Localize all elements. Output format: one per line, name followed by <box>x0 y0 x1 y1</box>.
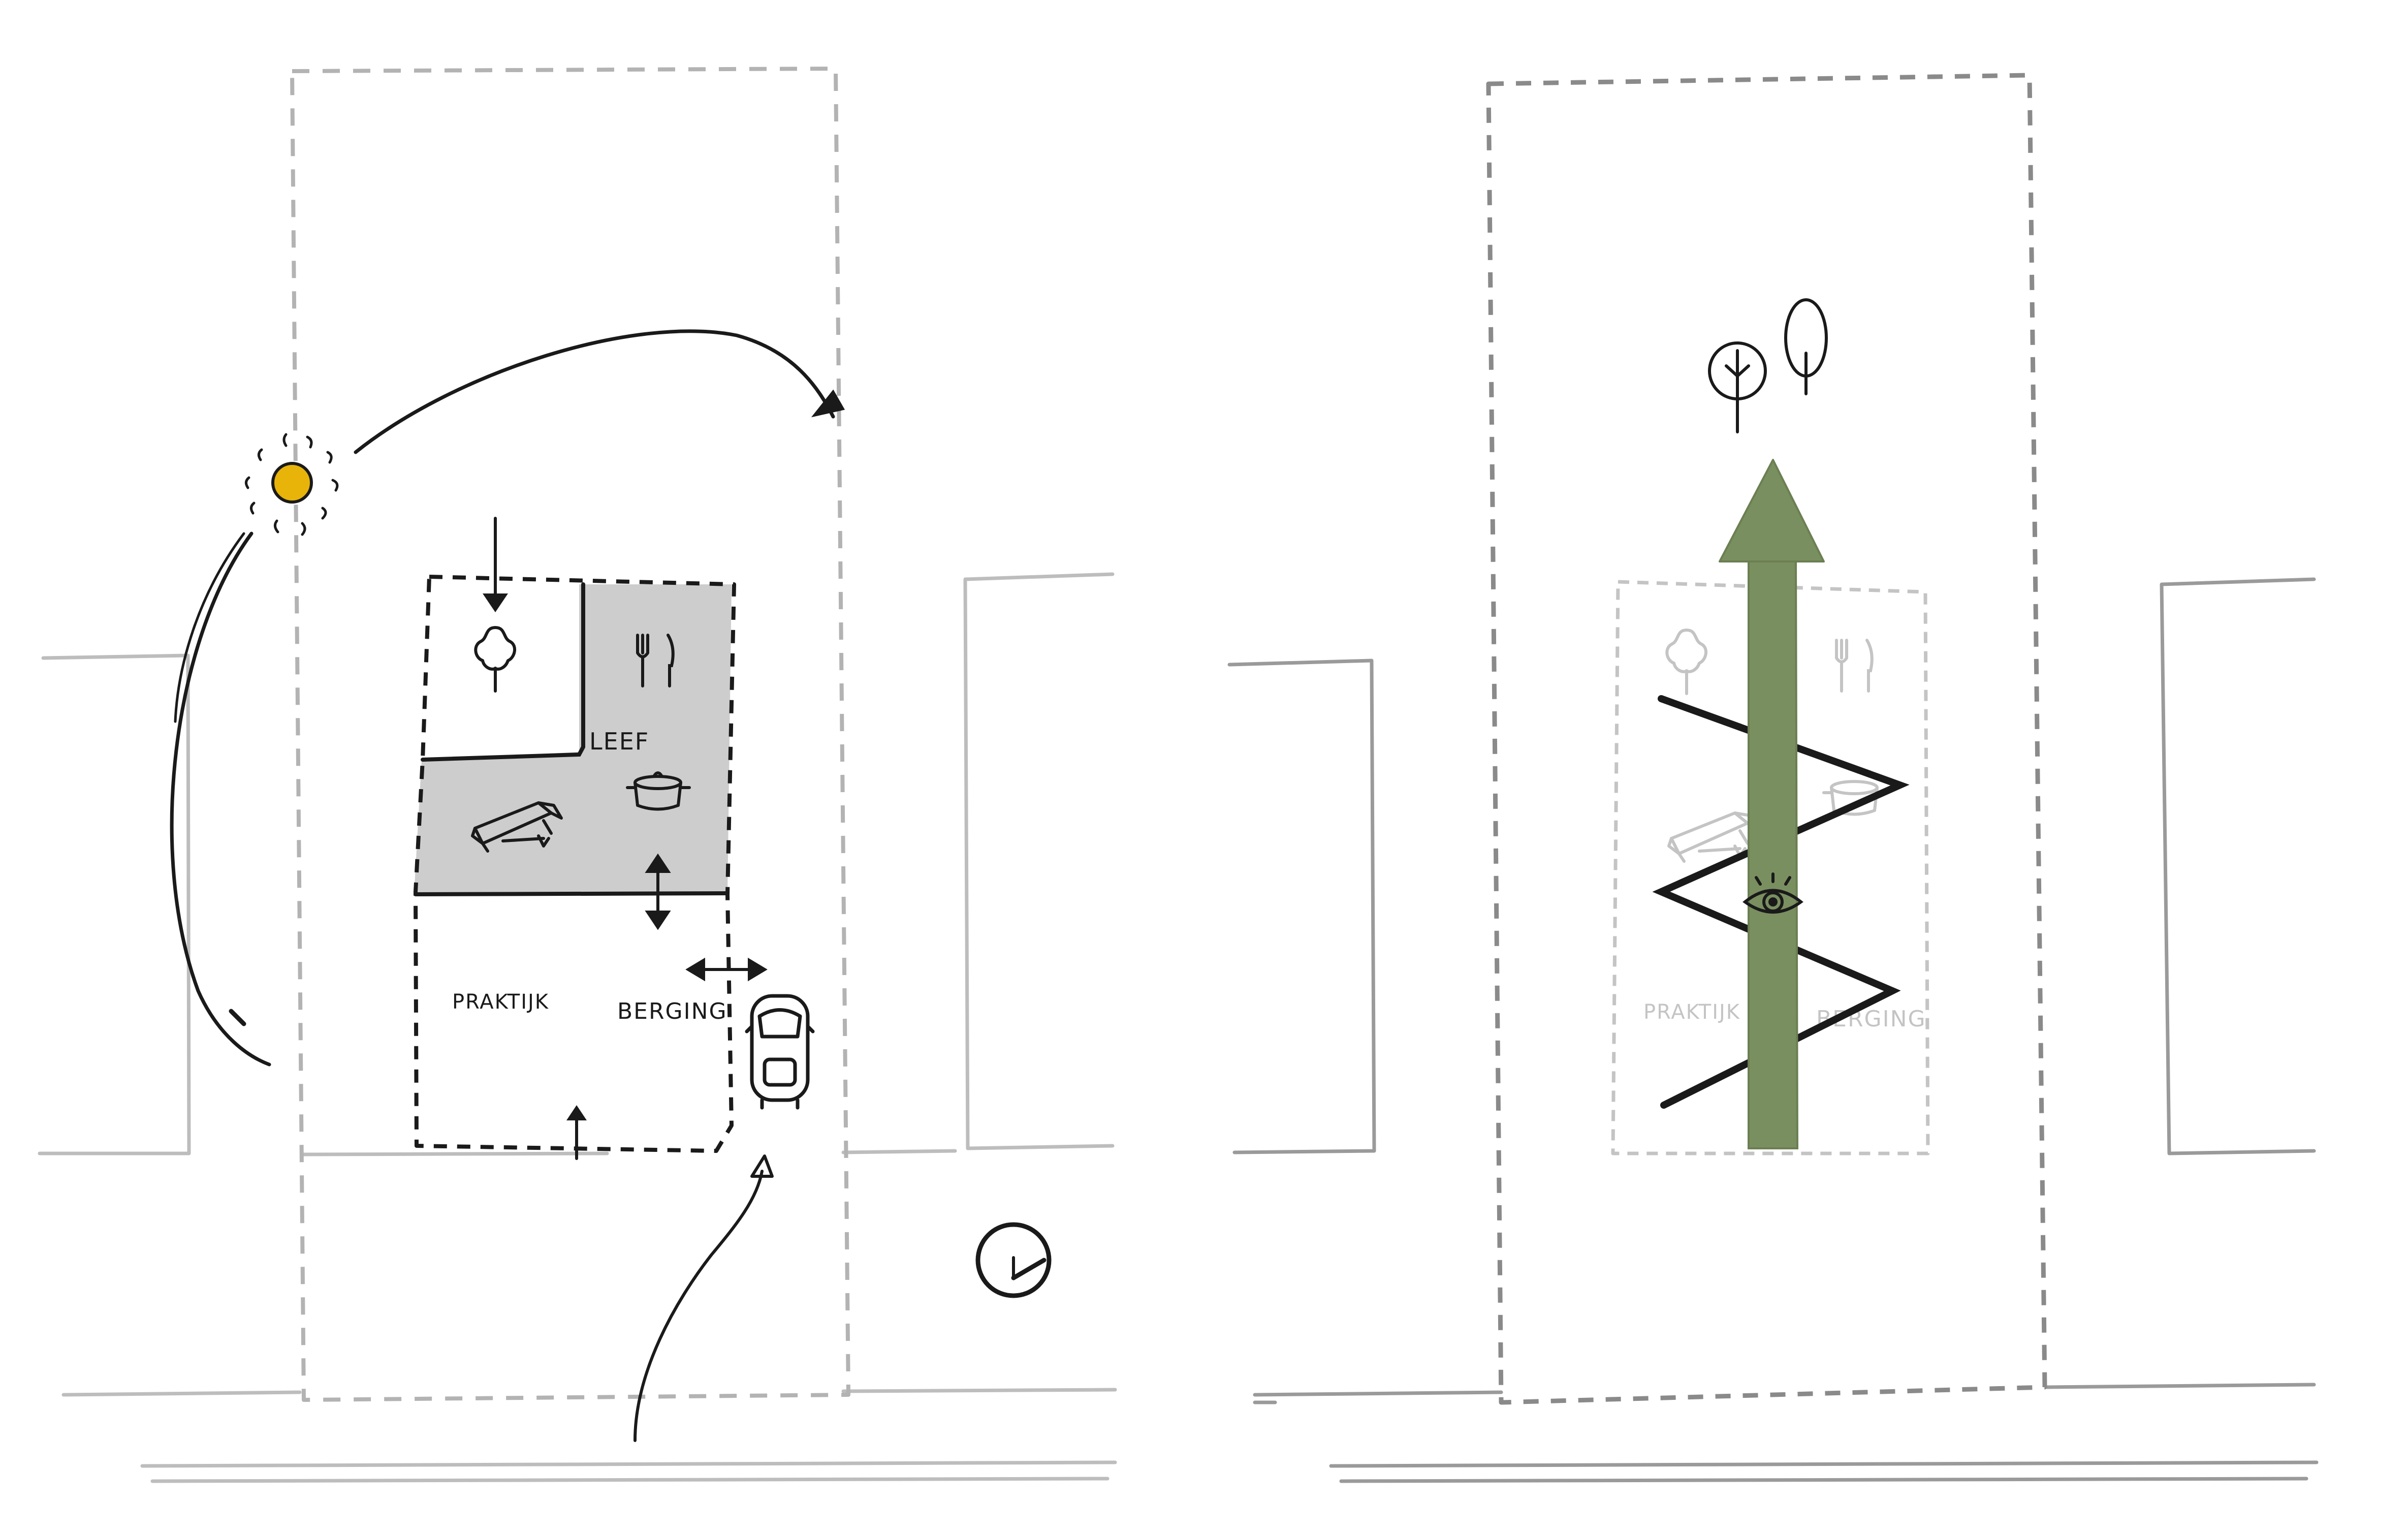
cooking-pot-icon <box>626 771 691 811</box>
zigzag-route <box>1652 695 1910 1109</box>
faded-cutlery-icon <box>1835 639 1874 693</box>
view-axis-arrow <box>1719 459 1825 1149</box>
right-house-outline <box>1611 580 1930 1155</box>
faded-practical-label: PRAKTIJK <box>1643 1000 1740 1024</box>
tree-icon <box>474 626 516 693</box>
left-context-lines <box>38 572 1117 1483</box>
left-panel: LEEF PRAKTIJK BER <box>38 67 1117 1483</box>
tree-icon-round <box>1708 341 1767 433</box>
garden-entry-arrow <box>483 517 508 612</box>
vertical-double-arrow <box>645 853 671 930</box>
cutlery-icon <box>636 634 675 687</box>
house-entry-arrow <box>566 1105 587 1160</box>
left-plot-boundary <box>290 67 850 1402</box>
tree-icon-tall <box>1784 298 1828 395</box>
right-panel: PRAKTIJK BERGING <box>1227 73 2319 1483</box>
left-house-outline <box>414 575 736 1153</box>
north-icon <box>975 1222 1052 1298</box>
car-icon <box>745 994 815 1110</box>
eye-icon <box>1742 872 1803 914</box>
storage-room-label: BERGING <box>617 998 727 1024</box>
living-room-label: LEEF <box>589 728 649 755</box>
sun-path-arc-left <box>170 531 271 1067</box>
sun-icon <box>245 433 339 536</box>
practical-room-label: PRAKTIJK <box>452 990 549 1014</box>
living-zone <box>414 584 732 894</box>
right-plot-boundary <box>1486 73 2047 1405</box>
right-context-lines <box>1227 577 2319 1483</box>
sun-path-arc-top <box>354 329 835 454</box>
horizontal-double-arrow <box>685 957 768 982</box>
faded-tree-icon <box>1665 629 1707 695</box>
sun-path-arrowhead <box>811 389 845 418</box>
sofa-icon <box>471 801 563 853</box>
living-zone-walls <box>421 582 585 762</box>
street-approach-arc <box>633 1170 764 1442</box>
